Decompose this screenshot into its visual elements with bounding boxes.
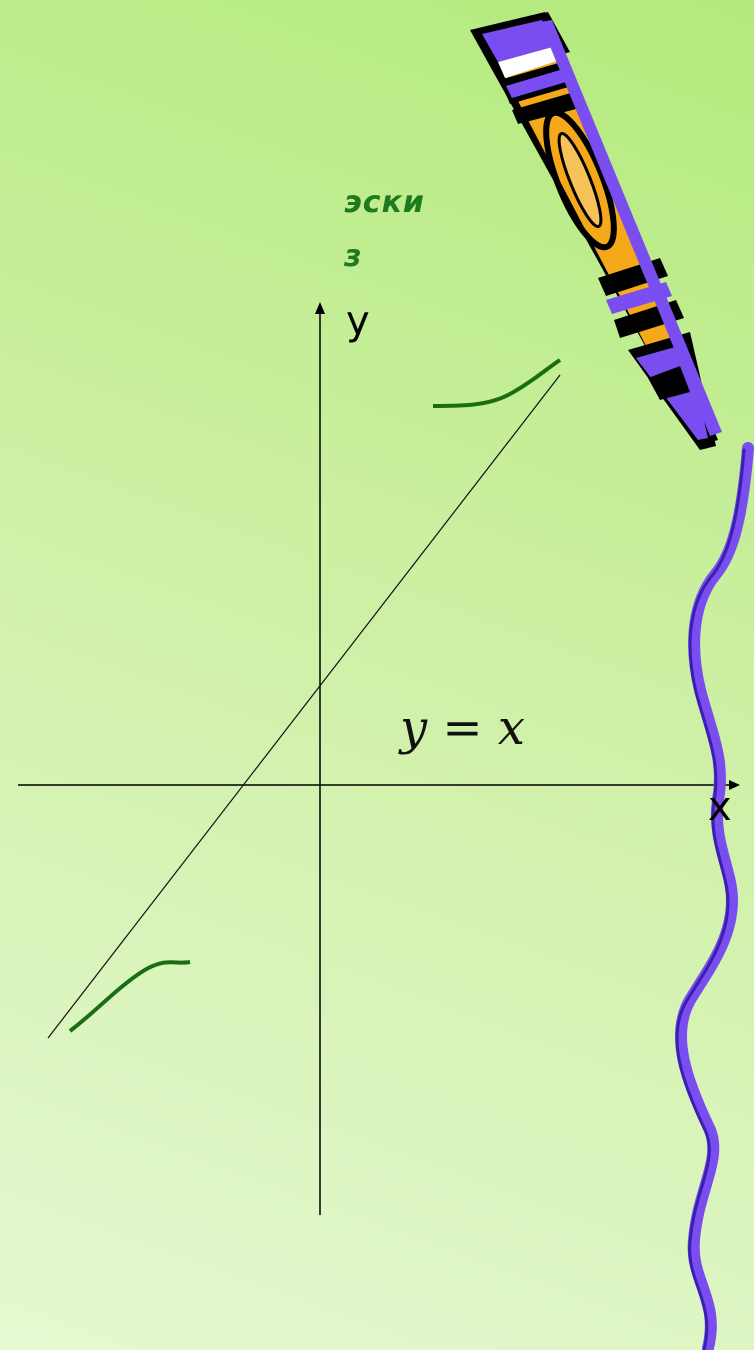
x-axis-arrow	[729, 780, 740, 790]
y-axis-arrow	[315, 302, 325, 314]
wavy-ribbon	[674, 442, 754, 1350]
pencil-icon	[470, 12, 722, 450]
equation-label: y = x	[400, 700, 525, 756]
wavy-ribbon-shadow	[675, 448, 746, 1350]
identity-line	[47, 374, 561, 1039]
sketch-label-line2: з	[344, 239, 363, 274]
curve-branch-lower	[68, 960, 191, 1033]
curve-branch-upper	[432, 358, 562, 408]
x-axis-label: x	[708, 784, 732, 830]
y-axis-label: y	[346, 298, 370, 344]
sketch-label-line1: эски	[344, 185, 425, 220]
